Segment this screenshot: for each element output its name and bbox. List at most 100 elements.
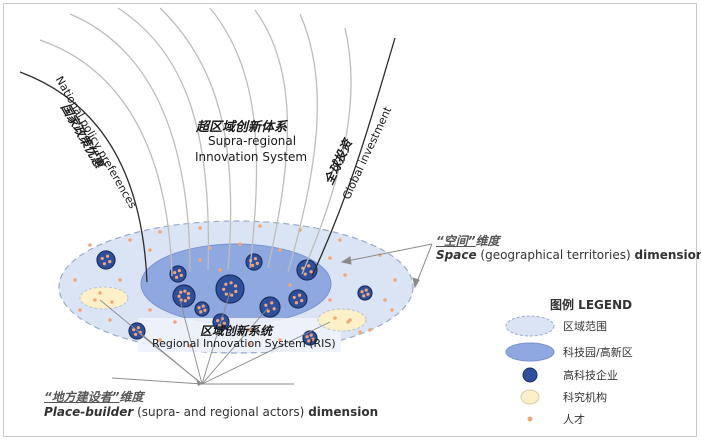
space-arrows: [340, 243, 433, 289]
talent-dot: [248, 342, 252, 346]
talent-dot: [297, 293, 302, 297]
talent-dot: [229, 281, 233, 285]
space-cn-dim: 维度: [475, 234, 500, 248]
legend-symbols: [505, 315, 555, 422]
place-en-bold: Place-builder: [44, 405, 134, 419]
place-cn-quoted: “地方建设者”: [44, 390, 120, 404]
legend-symbol-firm: [522, 367, 538, 383]
talent-dot: [108, 318, 112, 322]
talent-dot: [294, 301, 299, 305]
talent-dot: [158, 230, 162, 234]
talent-dot: [198, 258, 202, 262]
talent-dot: [338, 238, 342, 242]
talent-dot: [362, 294, 366, 298]
talent-dot: [234, 289, 238, 294]
space-dimension-en: Space (geographical territories) dimensi…: [436, 248, 701, 262]
talent-dot: [360, 290, 364, 294]
talent-dot: [100, 256, 104, 261]
talent-dot: [208, 246, 212, 250]
research-institute: [317, 308, 367, 332]
talent-dot: [128, 238, 132, 242]
talent-dot: [110, 300, 114, 304]
talent-dot: [358, 330, 362, 334]
high-tech-firm: [302, 330, 318, 346]
talent-dot: [311, 337, 315, 341]
talent-dot: [201, 304, 205, 308]
research-institute: [79, 286, 129, 310]
talent-dot: [177, 269, 182, 273]
talent-dot: [179, 273, 183, 278]
legend-label-talent: 人才: [563, 413, 585, 426]
diagram-frame: [3, 3, 697, 437]
talent-dot: [390, 308, 394, 312]
legend-label-research: 科究机构: [563, 391, 607, 404]
talent-dot: [278, 338, 282, 342]
space-cn-quoted: “空间”: [436, 234, 476, 248]
talent-dot: [88, 243, 92, 247]
talent-dot: [333, 316, 337, 320]
talent-dot: [307, 264, 311, 268]
talent-dot: [186, 292, 190, 296]
place-builder-arrows: [99, 291, 331, 386]
high-tech-firm: [169, 265, 187, 283]
talent-dot: [203, 308, 207, 312]
talent-dot: [216, 318, 220, 323]
talent-dot: [364, 288, 368, 292]
talent-dot: [222, 321, 226, 326]
talent-dot: [272, 307, 276, 311]
talent-dot: [307, 339, 311, 343]
high-tech-firm: [288, 289, 308, 309]
talent-dot: [78, 308, 82, 312]
legend-label-regional-scope: 区域范围: [563, 320, 607, 333]
space-en-end: dimension: [634, 248, 701, 262]
talent-dots: [73, 224, 397, 348]
ris-title-en: Regional Innovation System (RIS): [152, 337, 336, 350]
talent-dot: [186, 296, 191, 300]
talent-dot: [366, 292, 370, 296]
talent-dot: [222, 287, 226, 291]
talent-dot: [300, 298, 304, 303]
talent-dot: [264, 303, 268, 307]
talent-dot: [183, 299, 187, 303]
talent-dot: [328, 298, 332, 302]
legend-symbol-talent: [527, 416, 533, 422]
talent-dot: [328, 256, 332, 260]
place-cn-dim: 维度: [119, 390, 144, 404]
talent-dot: [270, 301, 274, 305]
place-dimension-cn: “地方建设者”维度: [44, 388, 143, 405]
space-dimension-cn: “空间”维度: [436, 232, 499, 249]
talent-dot: [197, 306, 201, 310]
place-dimension-en: Place-builder (supra- and regional actor…: [44, 405, 378, 419]
legend-symbol-research: [520, 389, 540, 405]
talent-dot: [158, 338, 162, 342]
legend-symbol-science-park: [505, 342, 555, 362]
talent-dot: [118, 278, 122, 282]
talent-dot: [346, 320, 350, 324]
talent-dot: [278, 248, 282, 252]
talent-dot: [183, 289, 187, 293]
talent-dot: [368, 328, 372, 332]
talent-dot: [255, 261, 259, 266]
talent-dot: [98, 291, 102, 295]
talent-dot: [303, 272, 307, 276]
talent-dot: [148, 308, 152, 312]
ris-title-cn: 区域创新系统: [200, 324, 273, 338]
talent-dot: [233, 284, 238, 288]
talent-dot: [198, 226, 202, 230]
talent-dot: [105, 254, 110, 258]
talent-dot: [309, 333, 313, 337]
high-tech-firm: [194, 301, 210, 317]
talent-dot: [138, 330, 142, 335]
talent-dot: [133, 332, 138, 336]
high-tech-firm: [245, 253, 263, 271]
talent-dot: [305, 335, 309, 339]
legend-label-firm: 高科技企业: [563, 369, 618, 382]
space-en-mid: (geographical territories): [476, 248, 635, 262]
space-en-bold: Space: [436, 248, 477, 262]
high-tech-firm: [172, 284, 196, 308]
high-tech-firm: [215, 274, 245, 304]
talent-dot: [238, 242, 242, 246]
high-tech-firm: [357, 285, 373, 301]
talent-dot: [309, 270, 313, 274]
